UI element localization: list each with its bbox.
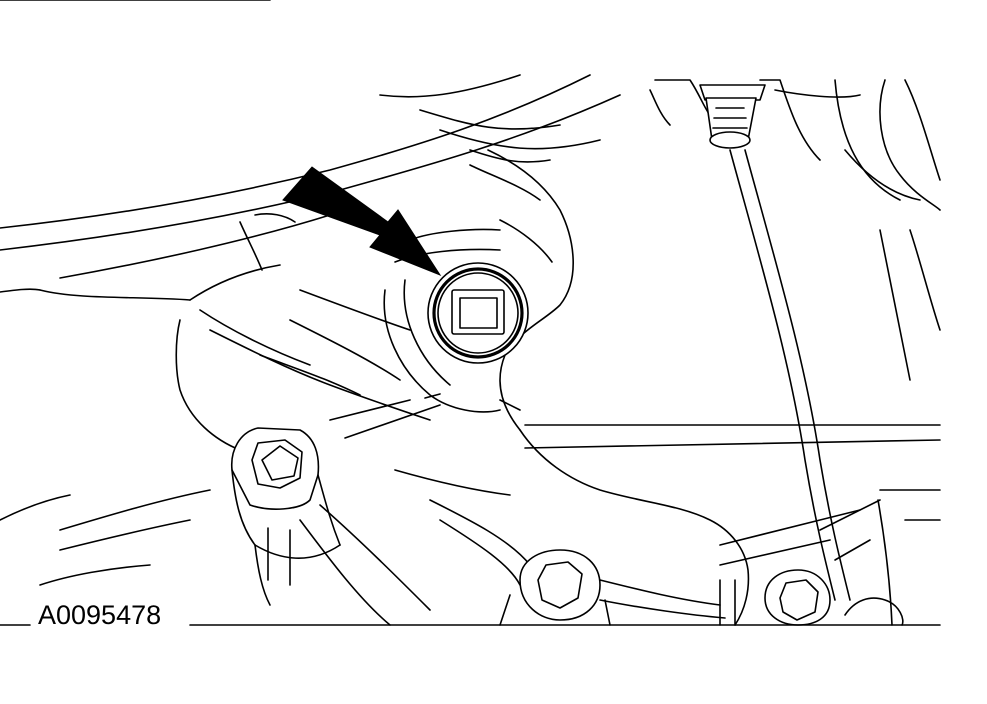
- right-case-features: [649, 79, 941, 626]
- lower-housing: [0, 429, 750, 626]
- bottom-center-bolt: [499, 549, 611, 626]
- bottom-right-bolt: [764, 569, 831, 626]
- upper-stud: [699, 84, 766, 149]
- left-rib: [0, 213, 511, 496]
- upper-housing-outline: [0, 0, 621, 279]
- left-hex-bolt: [231, 427, 341, 606]
- case-seam-lines: [499, 399, 941, 449]
- drain-plug: [427, 262, 529, 364]
- figure-id-label: A0095478: [38, 600, 162, 630]
- pointer-arrow: [282, 166, 442, 277]
